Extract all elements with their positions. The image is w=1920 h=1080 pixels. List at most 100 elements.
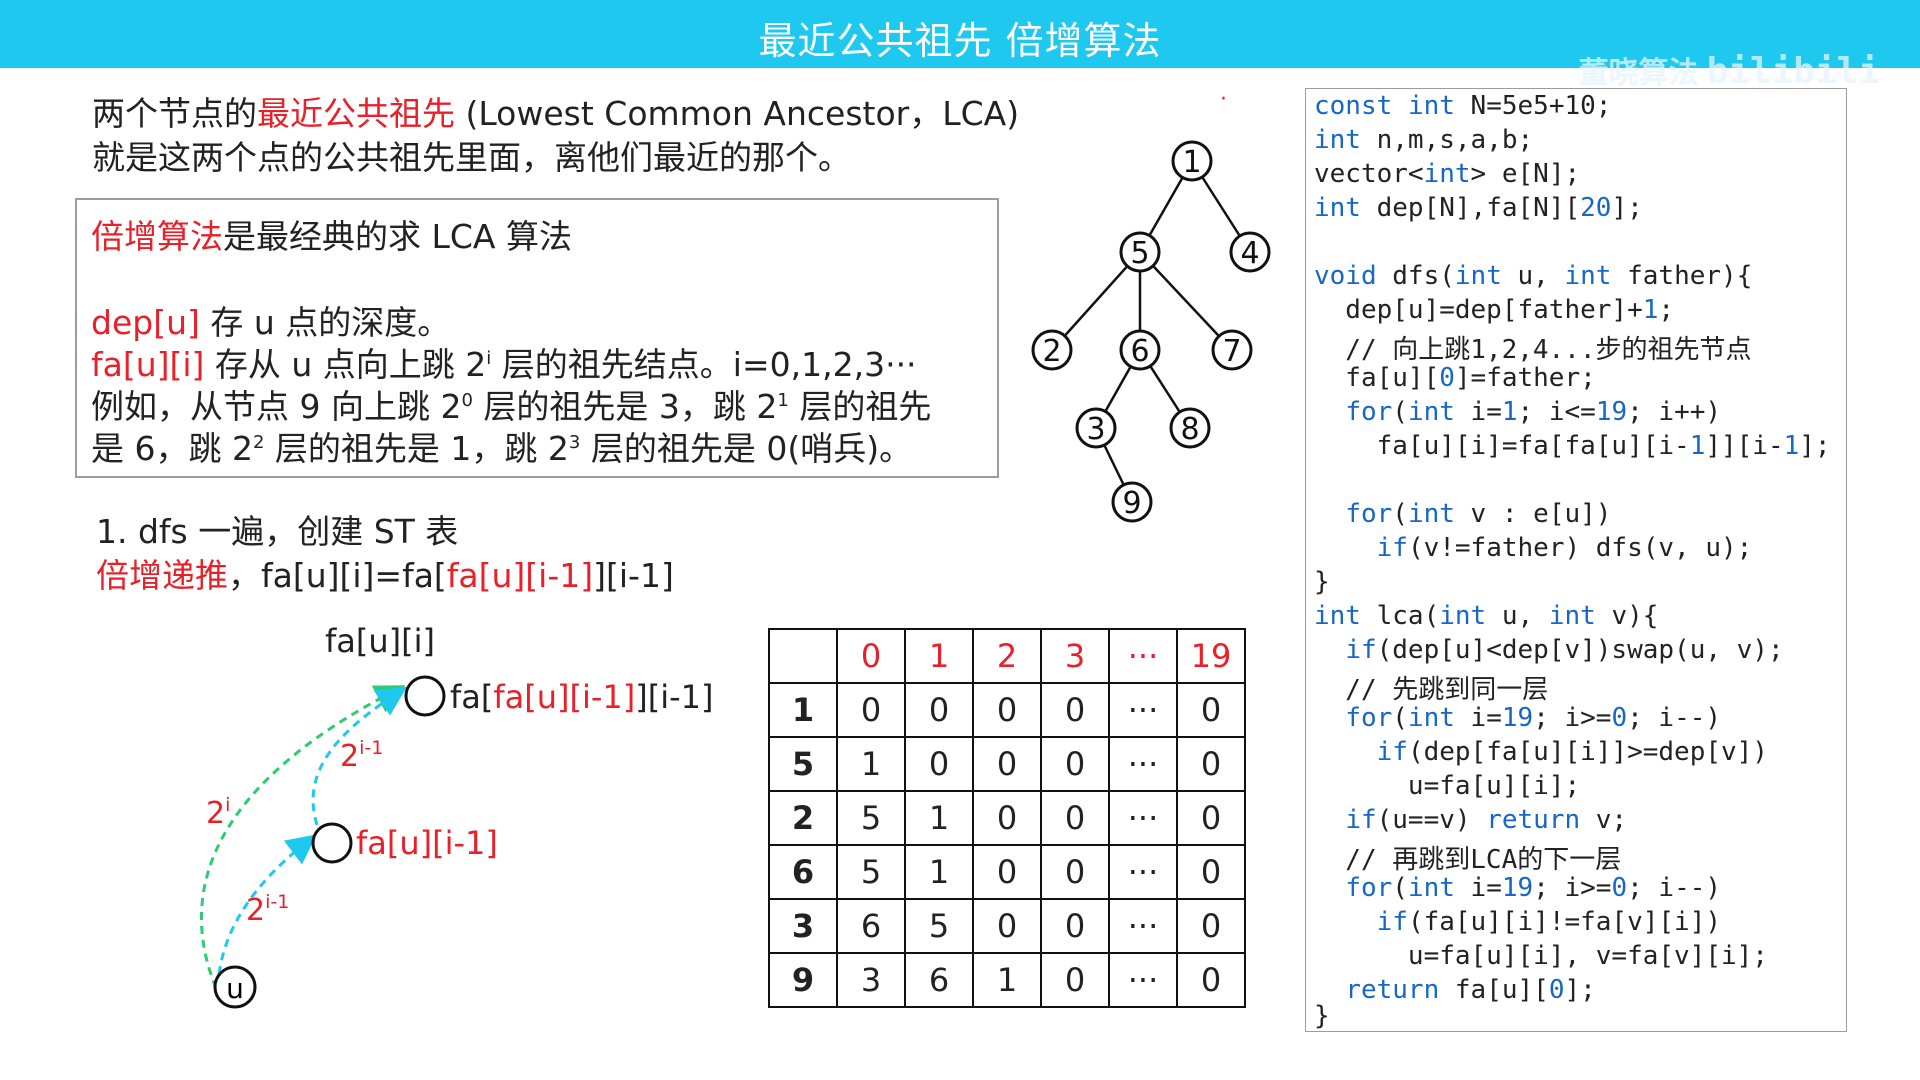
step-1: 1. dfs 一遍，创建 ST 表 (96, 512, 459, 551)
svg-text:4: 4 (1240, 236, 1259, 271)
table-cell: 0 (1176, 790, 1246, 846)
svg-text:3: 3 (1086, 412, 1105, 447)
box-line-1: 倍增算法是最经典的求 LCA 算法 (91, 217, 572, 256)
code-line: } (1314, 567, 1330, 597)
table-cell: 0 (1176, 736, 1246, 792)
row-header: 5 (768, 736, 838, 792)
table-cell: ··· (1108, 898, 1178, 954)
box-line-5: 是 6，跳 22 层的祖先是 1，跳 23 层的祖先是 0(哨兵)。 (91, 429, 913, 468)
tree-node-1: 1 (1171, 140, 1213, 182)
code-line: int n,m,s,a,b; (1314, 125, 1534, 155)
arc-big-label: 2i (206, 794, 230, 831)
tree-node-7: 7 (1211, 329, 1253, 371)
tree-node-8: 8 (1169, 407, 1211, 449)
table-corner (768, 628, 838, 684)
table-cell: 1 (904, 790, 974, 846)
code-line: int dep[N],fa[N][20]; (1314, 193, 1643, 223)
intro-line-2: 就是这两个点的公共祖先里面，离他们最近的那个。 (92, 138, 851, 177)
col-header: 19 (1176, 628, 1246, 684)
table-cell: 0 (1176, 682, 1246, 738)
svg-text:7: 7 (1222, 334, 1241, 369)
code-line: void dfs(int u, int father){ (1314, 261, 1753, 291)
table-cell: 5 (836, 844, 906, 900)
table-row: 9 3 6 1 0 ··· 0 (768, 952, 1246, 1008)
code-line: if(v!=father) dfs(v, u); (1376, 533, 1753, 563)
col-header: 0 (836, 628, 906, 684)
table-cell: 0 (972, 898, 1042, 954)
bilibili-logo: bilibili (1706, 51, 1880, 92)
table-cell: 0 (972, 736, 1042, 792)
arc-2i (199, 685, 406, 989)
tree-node-4: 4 (1229, 231, 1271, 273)
page-title: 最近公共祖先 倍增算法 (758, 19, 1162, 63)
table-cell: 5 (904, 898, 974, 954)
code-line: dep[u]=dep[father]+1; (1314, 295, 1675, 325)
code-line: for(int i=19; i>=0; i--) (1345, 873, 1722, 903)
tree-node-5: 5 (1119, 231, 1161, 273)
code-comment: // 先跳到同一层 (1314, 675, 1549, 705)
code-panel: const int N=5e5+10; int n,m,s,a,b; vecto… (1305, 88, 1847, 1032)
arc-bottom-label: 2i-1 (246, 891, 289, 928)
row-header: 3 (768, 898, 838, 954)
table-cell: 3 (836, 952, 906, 1008)
table-row: 3 6 5 0 0 ··· 0 (768, 898, 1246, 954)
svg-text:8: 8 (1180, 412, 1199, 447)
col-header: ··· (1108, 628, 1178, 684)
svg-text:9: 9 (1122, 486, 1141, 521)
code-line: if(u==v) return v; (1345, 805, 1628, 835)
table-cell: 0 (1040, 790, 1110, 846)
table-cell: 0 (1040, 844, 1110, 900)
tree-node-3: 3 (1075, 407, 1117, 449)
table-cell: 0 (972, 790, 1042, 846)
table-cell: 5 (836, 790, 906, 846)
table-row: 6 5 1 0 0 ··· 0 (768, 844, 1246, 900)
arc-2i-1-top (311, 686, 408, 826)
table-cell: 0 (1176, 952, 1246, 1008)
svg-text:6: 6 (1130, 334, 1149, 369)
svg-text:1: 1 (1182, 145, 1201, 180)
row-header: 2 (768, 790, 838, 846)
watermark-text: 董晓算法 (1578, 56, 1699, 91)
intro-line-1: 两个节点的最近公共祖先 (Lowest Common Ancestor，LCA) (92, 94, 1020, 133)
tree-node-6: 6 (1119, 329, 1161, 371)
tree-node-2: 2 (1031, 329, 1073, 371)
lca-term: 最近公共祖先 (257, 94, 455, 133)
st-table: 0 1 2 3 ··· 19 1 0 0 0 0 ··· 0 5 1 0 0 0… (768, 628, 1246, 1008)
tree-node-9: 9 (1111, 481, 1153, 523)
top-label: fa[u][i] (325, 622, 435, 660)
code-line: if(dep[fa[u][i]]>=dep[v]) (1376, 737, 1768, 767)
arc-top-label: 2i-1 (340, 737, 383, 774)
table-cell: 0 (1040, 898, 1110, 954)
top-node-label: fa[fa[u][i-1]][i-1] (450, 678, 714, 716)
stray-dot: · (1220, 90, 1227, 112)
code-line: for(int i=1; i<=19; i++) (1345, 397, 1722, 427)
table-cell: 0 (1040, 736, 1110, 792)
table-cell: 1 (972, 952, 1042, 1008)
table-cell: 6 (836, 898, 906, 954)
box-line-3: fa[u][i] 存从 u 点向上跳 2i 层的祖先结点。i=0,1,2,3··… (91, 345, 917, 384)
table-cell: 0 (904, 736, 974, 792)
code-comment: // 向上跳1,2,4...步的祖先节点 (1314, 335, 1752, 365)
col-header: 2 (972, 628, 1042, 684)
table-cell: 1 (904, 844, 974, 900)
code-line: for(int i=19; i>=0; i--) (1345, 703, 1722, 733)
u-node (213, 965, 257, 1009)
code-line: int lca(int u, int v){ (1314, 601, 1659, 631)
step-2: 倍增递推，fa[u][i]=fa[fa[u][i-1]][i-1] (96, 556, 674, 595)
svg-text:u: u (226, 972, 244, 1005)
definition-box: 倍增算法是最经典的求 LCA 算法 dep[u] 存 u 点的深度。 fa[u]… (75, 198, 999, 478)
code-line: fa[u][0]=father; (1314, 363, 1596, 393)
fa-u-i-1-node (311, 822, 353, 864)
code-line: fa[u][i]=fa[fa[u][i-1]][i-1]; (1314, 431, 1831, 461)
table-cell: 0 (972, 844, 1042, 900)
code-line: vector<int> e[N]; (1314, 159, 1581, 189)
col-header: 1 (904, 628, 974, 684)
code-line: for(int v : e[u]) (1345, 499, 1612, 529)
code-line: u=fa[u][i], v=fa[v][i]; (1314, 941, 1768, 971)
tree-diagram: · 1 5 4 2 6 7 3 8 9 (1031, 90, 1271, 523)
code-line: u=fa[u][i]; (1314, 771, 1581, 801)
table-header-row: 0 1 2 3 ··· 19 (768, 628, 1246, 684)
table-cell: 0 (1040, 952, 1110, 1008)
